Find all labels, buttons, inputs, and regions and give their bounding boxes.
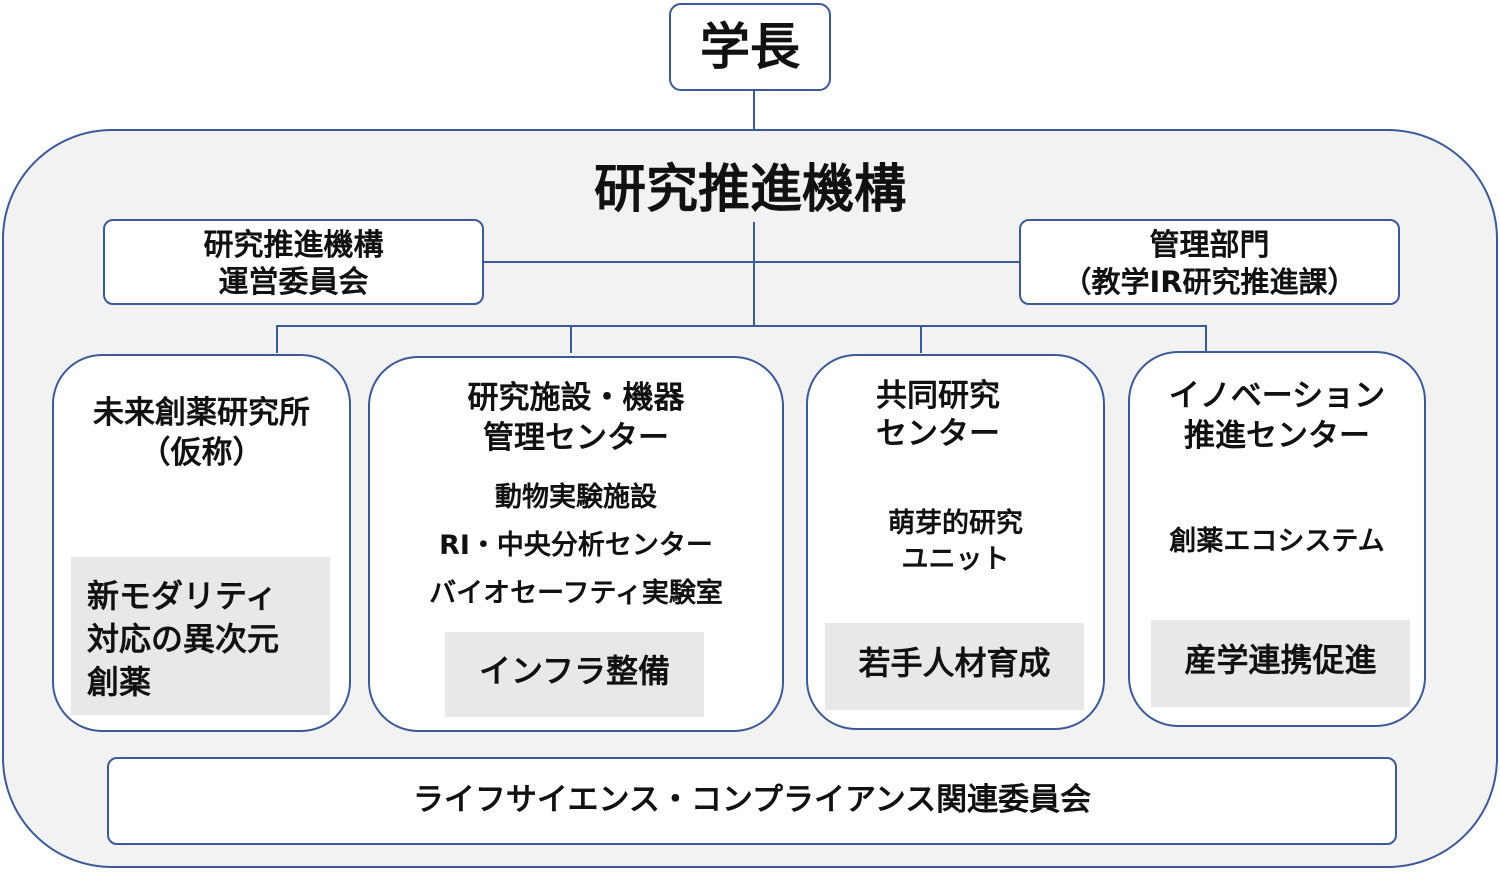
- unit-3-items: 萌芽的研究 ユニット: [806, 506, 1105, 578]
- unit-3-highlight: 若手人材育成: [825, 623, 1084, 710]
- unit-2-highlight: インフラ整備: [445, 632, 704, 717]
- connector-org-vertical: [753, 215, 755, 327]
- connector-president-org: [753, 90, 755, 130]
- unit-1-title: 未来創薬研究所 （仮称）: [93, 395, 310, 471]
- list-item: バイオセーフティ実験室: [429, 578, 723, 609]
- list-item: ユニット: [901, 544, 1010, 575]
- unit-2-items: 動物実験施設 RI・中央分析センター バイオセーフティ実験室: [368, 474, 784, 618]
- connector-unit-3: [920, 325, 922, 353]
- list-item: 創薬エコシステム: [1169, 526, 1385, 557]
- connector-unit-2: [570, 325, 572, 353]
- connector-unit-1: [276, 325, 278, 353]
- president-label: 学長: [700, 18, 800, 76]
- connector-committee-horizontal: [484, 261, 1021, 263]
- list-item: RI・中央分析センター: [439, 530, 713, 561]
- unit-1-highlight: 新モダリティ 対応の異次元 創薬: [71, 557, 330, 715]
- unit-4-highlight: 産学連携促進: [1151, 620, 1410, 707]
- steering-committee-box: 研究推進機構 運営委員会: [103, 219, 484, 305]
- management-department-box: 管理部門 （教学IR研究推進課）: [1019, 219, 1400, 305]
- unit-4-items: 創薬エコシステム: [1128, 522, 1426, 562]
- connector-units-horizontal: [276, 325, 1207, 327]
- unit-2-title: 研究施設・機器 管理センター: [467, 380, 685, 456]
- unit-3-title: 共同研究 センター: [876, 378, 1000, 452]
- president-box: 学長: [669, 3, 831, 91]
- unit-4-title: イノベーション 推進センター: [1168, 378, 1386, 454]
- list-item: 萌芽的研究: [888, 508, 1023, 539]
- compliance-committee-box: ライフサイエンス・コンプライアンス関連委員会: [107, 757, 1397, 845]
- organization-title: 研究推進機構: [500, 158, 1000, 222]
- list-item: 動物実験施設: [495, 482, 657, 513]
- connector-unit-4: [1205, 325, 1207, 353]
- unit-facility-equipment-center: [368, 356, 784, 732]
